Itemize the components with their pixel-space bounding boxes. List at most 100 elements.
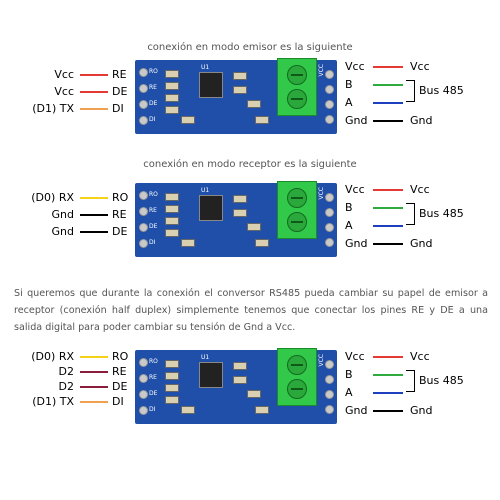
right-target-label: Vcc — [410, 183, 430, 196]
right-wire — [373, 66, 403, 68]
smd-component — [255, 116, 269, 124]
left-source-label: D2 — [58, 365, 74, 378]
left-source-label: Vcc — [54, 68, 74, 81]
max485-chip — [199, 72, 223, 98]
screw-terminal-screw — [287, 379, 307, 399]
smd-component — [165, 372, 179, 380]
smd-component — [165, 229, 179, 237]
right-target-label: Gnd — [410, 114, 433, 127]
left-pin-label: DI — [112, 395, 124, 408]
board-pin-label: DE — [149, 223, 158, 230]
header-pin-hole — [325, 405, 334, 414]
left-source-label: Gnd — [51, 208, 74, 221]
header-pin-hole — [139, 374, 148, 383]
right-wire — [373, 374, 403, 376]
header-pin-hole — [325, 360, 334, 369]
screw-terminal-screw — [287, 188, 307, 208]
smd-component — [233, 376, 247, 384]
right-wire — [373, 84, 403, 86]
smd-component — [165, 360, 179, 368]
board-pin-label: DI — [149, 239, 156, 246]
right-pin-label: Gnd — [345, 114, 368, 127]
left-wire — [80, 401, 108, 403]
right-target-label: Vcc — [410, 60, 430, 73]
bus-485-label: Bus 485 — [419, 84, 464, 97]
right-wire — [373, 120, 403, 122]
header-pin-hole — [325, 70, 334, 79]
right-pin-label: Vcc — [345, 350, 365, 363]
header-pin-hole — [139, 239, 148, 248]
smd-component — [233, 72, 247, 80]
smd-component — [165, 217, 179, 225]
right-wire — [373, 102, 403, 104]
smd-component — [165, 205, 179, 213]
smd-component — [165, 82, 179, 90]
left-wire — [80, 108, 108, 110]
right-pin-label: A — [345, 96, 353, 109]
header-pin-hole — [139, 358, 148, 367]
header-pin-hole — [139, 116, 148, 125]
smd-component — [233, 86, 247, 94]
smd-component — [181, 239, 195, 247]
bus-brace — [406, 80, 415, 102]
smd-component — [165, 396, 179, 404]
board-pin-label: RE — [149, 207, 157, 214]
header-pin-hole — [325, 208, 334, 217]
header-pin-hole — [139, 406, 148, 415]
smd-component — [255, 406, 269, 414]
smd-component — [165, 193, 179, 201]
right-pin-label: A — [345, 386, 353, 399]
header-pin-hole — [325, 238, 334, 247]
left-pin-label: DE — [112, 380, 128, 393]
header-pin-hole — [325, 223, 334, 232]
right-pin-label: B — [345, 78, 353, 91]
header-pin-hole — [325, 193, 334, 202]
left-wire — [80, 74, 108, 76]
smd-component — [181, 116, 195, 124]
smd-component — [165, 94, 179, 102]
screw-terminal-block — [277, 181, 317, 239]
left-wire — [80, 356, 108, 358]
right-wire — [373, 225, 403, 227]
header-pin-hole — [139, 68, 148, 77]
right-wire — [373, 189, 403, 191]
smd-component — [247, 223, 261, 231]
left-pin-label: RO — [112, 191, 129, 204]
smd-component — [165, 384, 179, 392]
bus-brace — [406, 203, 415, 225]
smd-component — [165, 106, 179, 114]
board-pin-label: RE — [149, 374, 157, 381]
caption-emisor: conexión en modo emisor es la siguiente — [147, 42, 353, 53]
header-pin-hole — [139, 207, 148, 216]
board-pin-label: DI — [149, 406, 156, 413]
max485-chip — [199, 362, 223, 388]
left-wire — [80, 91, 108, 93]
left-pin-label: DE — [112, 85, 128, 98]
smd-component — [233, 209, 247, 217]
board-pin-label: RO — [149, 358, 158, 365]
screw-terminal-block — [277, 58, 317, 116]
header-pin-hole — [139, 191, 148, 200]
header-pin-hole — [325, 85, 334, 94]
smd-component — [233, 362, 247, 370]
bus-brace — [406, 370, 415, 392]
screw-terminal-block — [277, 348, 317, 406]
right-pin-label: Gnd — [345, 237, 368, 250]
left-pin-label: RE — [112, 68, 127, 81]
left-source-label: (D0) RX — [31, 350, 74, 363]
header-pin-hole — [139, 390, 148, 399]
board-pin-label: DE — [149, 100, 158, 107]
header-pin-hole — [325, 115, 334, 124]
right-pin-label: Vcc — [345, 183, 365, 196]
chip-label: U1 — [201, 64, 210, 71]
smd-component — [255, 239, 269, 247]
right-wire — [373, 392, 403, 394]
header-pin-hole — [139, 223, 148, 232]
screw-terminal-screw — [287, 355, 307, 375]
